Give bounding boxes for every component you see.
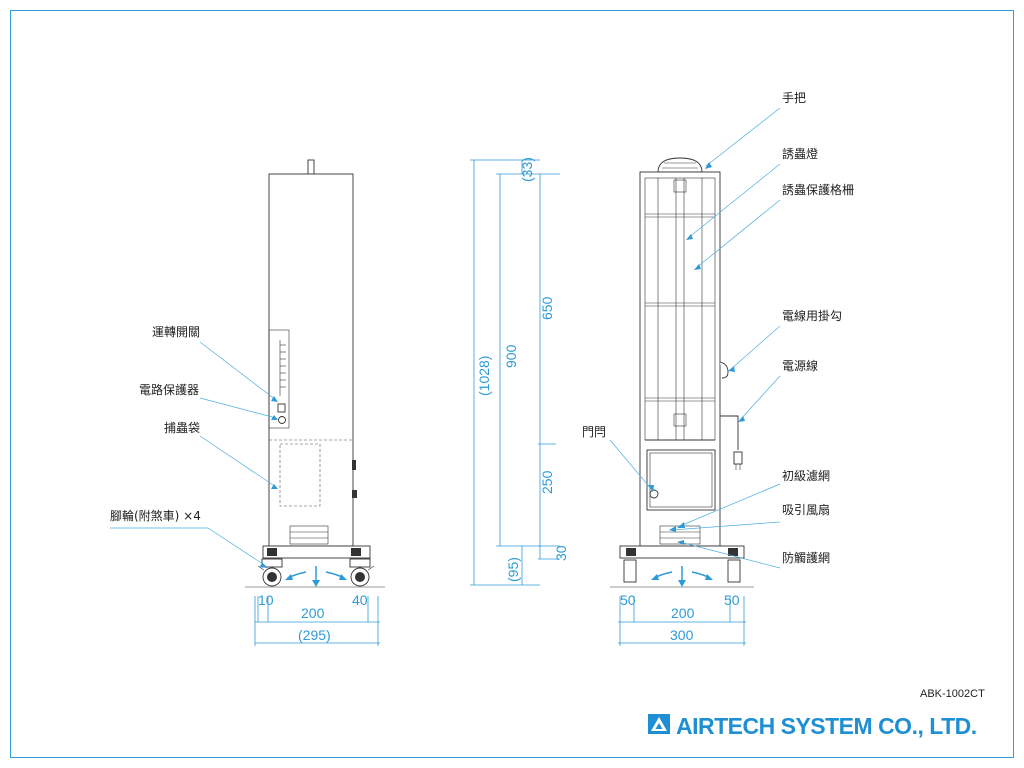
label-handle: 手把 <box>782 91 806 105</box>
caster-right <box>349 558 375 587</box>
label-switch: 運轉開關 <box>152 325 200 339</box>
model-number: ABK-1002CT <box>920 688 985 700</box>
caster-left <box>257 558 283 587</box>
breaker-knob <box>278 416 286 424</box>
dim-front-total: 300 <box>670 627 694 643</box>
dim-front-b: 200 <box>671 605 695 621</box>
dim-front-a: 50 <box>620 592 636 608</box>
label-prefilter: 初級濾網 <box>782 468 830 483</box>
dim-h-lower: 250 <box>539 470 555 494</box>
front-view-leaders <box>609 107 781 569</box>
dim-h-total: (1028) <box>476 356 492 396</box>
front-base <box>619 545 745 559</box>
front-door <box>646 449 716 511</box>
side-view <box>245 159 385 588</box>
side-body <box>268 173 354 547</box>
triangle-a-logo-icon <box>648 714 670 734</box>
label-cord: 電源線 <box>782 358 818 373</box>
label-net: 防觸護網 <box>782 550 830 565</box>
dim-h-base: 30 <box>553 545 569 561</box>
dim-side-a: 10 <box>258 592 274 608</box>
label-lamp: 誘蟲燈 <box>782 146 818 161</box>
label-caster: 腳輪(附煞車) ×4 <box>110 508 201 523</box>
company-name: AIRTECH SYSTEM CO., LTD. <box>676 713 977 739</box>
dim-side-b: 200 <box>301 605 325 621</box>
height-dimensions <box>470 159 560 586</box>
label-guard: 誘蟲保護格柵 <box>782 182 854 197</box>
dim-h-upper: 650 <box>539 296 555 320</box>
dim-side-total: (295) <box>298 627 331 643</box>
side-top-pin <box>307 159 315 175</box>
handle-shape <box>657 157 703 173</box>
side-airflow-arrows <box>285 566 347 587</box>
label-fan: 吸引風扇 <box>782 502 830 517</box>
label-door: 門閂 <box>582 425 606 439</box>
door-latch <box>649 489 659 499</box>
front-width-dimensions <box>618 596 746 646</box>
dim-side-c: 40 <box>352 592 368 608</box>
power-cord <box>720 415 739 450</box>
front-airflow-arrows <box>651 566 713 587</box>
breaker-switch <box>277 403 286 413</box>
side-bag-outline <box>279 443 321 507</box>
side-base <box>262 545 371 559</box>
dim-front-c: 50 <box>724 592 740 608</box>
side-width-dimensions <box>254 596 380 646</box>
label-bag: 捕蟲袋 <box>164 420 200 435</box>
label-hook: 電線用掛勾 <box>782 308 842 323</box>
cord-plug <box>733 451 743 465</box>
side-control-panel <box>268 329 290 429</box>
dim-h-caster: (95) <box>505 557 521 582</box>
dim-h-top: (33) <box>519 157 535 182</box>
side-view-leaders <box>110 341 278 568</box>
drawing-frame <box>10 10 1014 758</box>
label-breaker: 電路保護器 <box>139 382 199 397</box>
cord-hook <box>719 361 729 379</box>
dim-h-body: 900 <box>503 344 519 368</box>
front-view <box>610 157 754 588</box>
